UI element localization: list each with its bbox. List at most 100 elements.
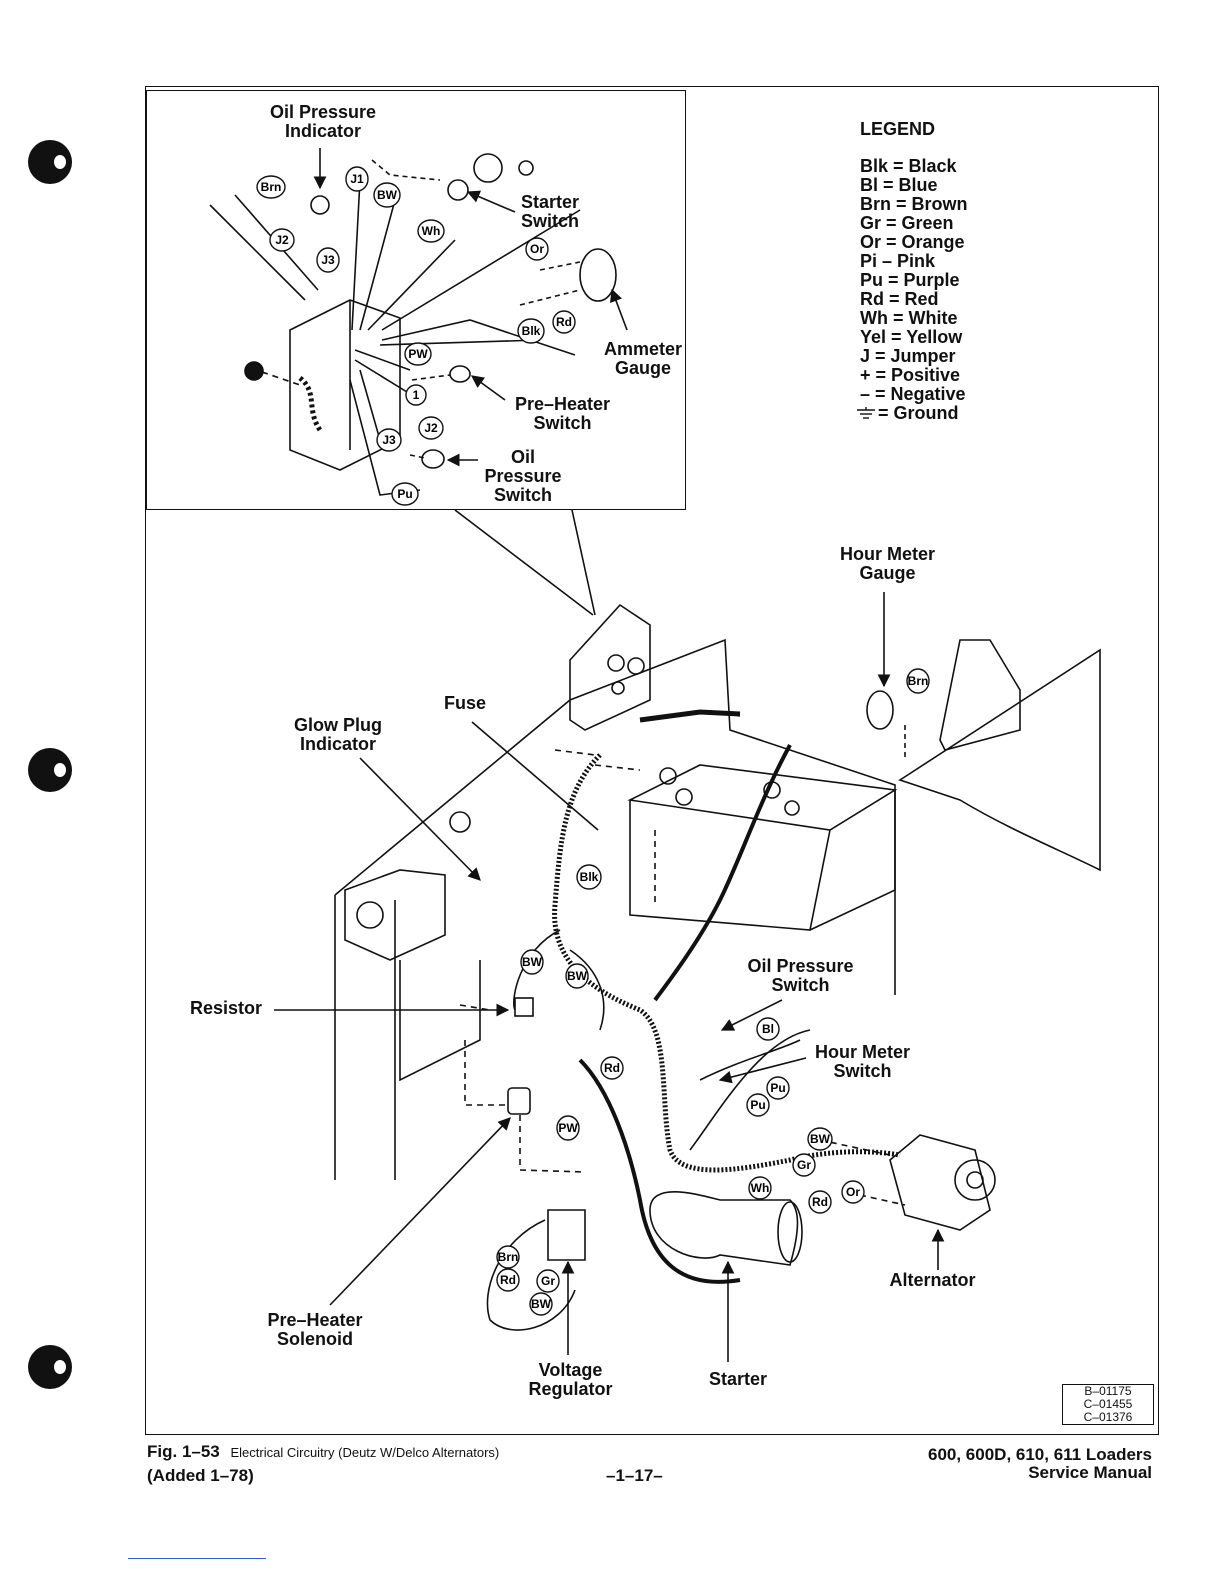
voltage-regulator-body	[547, 1209, 586, 1261]
label-resistor: Resistor	[190, 998, 263, 1018]
hour-meter-switch-leader	[718, 1057, 807, 1084]
main-wire-tag-bubble	[841, 1180, 865, 1204]
main-wire-tag-label: BW	[810, 1132, 831, 1146]
resistor-body	[514, 997, 534, 1017]
label-fuse: Fuse	[443, 693, 486, 713]
main-wire-tag-label: BW	[567, 969, 588, 983]
legend-entry: Pu = Purple	[860, 270, 960, 290]
inset-wire-tag-label: PW	[408, 347, 428, 361]
legend-entry-ground: = Ground	[878, 403, 959, 423]
inset-wire-tag-bubble	[373, 182, 401, 208]
inset-wire-tag-label: J3	[382, 433, 396, 447]
inset-wire-tag-bubble	[525, 237, 549, 261]
inset-wire-tag-bubble	[404, 342, 432, 366]
binder-hole-top	[28, 140, 72, 184]
instrument-panel-inset	[146, 90, 686, 510]
inset-wire-tag-label: J3	[321, 253, 335, 267]
main-wire-tag-label: Pu	[770, 1081, 785, 1095]
figure-frame	[145, 86, 1159, 1435]
inset-wire-tag-label: Blk	[522, 324, 541, 338]
label-hour-meter-gauge: Hour Meter Gauge	[839, 544, 935, 583]
main-wire-tag-label: Blk	[580, 870, 599, 884]
main-wire-tag-label: Gr	[797, 1158, 811, 1172]
main-wire-tag-label: Rd	[604, 1061, 620, 1075]
label-inset-oil-pressure-switch: Oil Pressure Switch	[484, 447, 562, 505]
main-wire-tag-label: Wh	[751, 1181, 770, 1195]
main-wire-tag-label: Rd	[812, 1195, 828, 1209]
inset-wire-tag-label: Brn	[261, 180, 282, 194]
inset-callout-left	[454, 509, 594, 616]
main-wire-tag-bubble	[808, 1190, 832, 1214]
main-wire-tag-bubble	[766, 1076, 790, 1100]
inset-wire-tag-bubble	[517, 318, 545, 344]
label-pre-heater-switch: Pre–Heater Switch	[514, 394, 611, 433]
inset-callout-right	[571, 509, 596, 616]
inset-wire-tag-bubble	[269, 228, 295, 252]
main-wire-tag-label: BW	[522, 955, 543, 969]
label-starter-switch: Starter Switch	[520, 192, 580, 231]
main-wire-tag-bubble	[600, 1056, 624, 1080]
label-glow-plug-indicator: Glow Plug Indicator	[294, 715, 382, 754]
main-wire-tag-bubble	[536, 1269, 560, 1293]
inset-wire-tag-bubble	[376, 428, 402, 452]
main-wire-tag-bubble	[748, 1176, 772, 1200]
label-voltage-regulator: Voltage Regulator	[528, 1360, 613, 1399]
inset-ammeter-body	[579, 248, 617, 302]
figure-caption: Fig. 1–53 Electrical Circuitry (Deutz W/…	[147, 1442, 499, 1462]
main-wire-tag-bubble	[529, 1292, 553, 1316]
page-number: –1–17–	[606, 1466, 663, 1485]
inset-oil-indicator-lamp	[310, 195, 330, 215]
main-wire-tag-bubble	[565, 963, 589, 989]
inset-wire-tag-label: BW	[377, 188, 398, 202]
alternator-body	[889, 1134, 991, 1231]
chassis-outline	[334, 638, 896, 1180]
main-wire-tag-label: PW	[558, 1121, 578, 1135]
inset-oilswitch-body	[421, 449, 445, 469]
main-wire-tag-bubble	[906, 668, 930, 694]
figure-caption-text: Electrical Circuitry (Deutz W/Delco Alte…	[230, 1445, 500, 1460]
legend-entry: Rd = Red	[860, 289, 939, 309]
main-wire-tag-label: Pu	[750, 1098, 765, 1112]
main-wire-tag-bubble	[792, 1153, 816, 1177]
underline-rule	[128, 1558, 266, 1559]
inset-wire-tag-bubble	[316, 247, 340, 273]
label-hour-meter-switch: Hour Meter Switch	[814, 1042, 910, 1081]
inset-wire-tag-bubble	[417, 219, 445, 243]
inset-wire-tag-label: Or	[530, 242, 544, 256]
main-wire-tag-bubble	[807, 1127, 833, 1151]
main-wire-tag-bubble	[496, 1245, 520, 1269]
inset-wire-tag-label: Wh	[422, 224, 441, 238]
label-oil-pressure-indicator: Oil Pressure Indicator	[269, 102, 377, 141]
main-wire-tag-label: BW	[531, 1297, 552, 1311]
drawing-code: C–01376	[1083, 1410, 1133, 1424]
inset-wire-tag-bubble	[552, 310, 576, 334]
legend-entry: Blk = Black	[860, 156, 957, 176]
inset-wire-tag-label: Pu	[397, 487, 412, 501]
label-main-oil-pressure-switch: Oil Pressure Switch	[747, 956, 854, 995]
drawing-code: B–01175	[1084, 1384, 1132, 1398]
drawing-code: C–01455	[1083, 1397, 1133, 1411]
legend-entry: – = Negative	[860, 384, 966, 404]
label-pre-heater-solenoid: Pre–Heater Solenoid	[267, 1310, 363, 1349]
main-wire-tag-label: Gr	[541, 1274, 555, 1288]
legend-entry: Or = Orange	[860, 232, 965, 252]
figure-number: Fig. 1–53	[147, 1442, 220, 1461]
main-wire-tag-bubble	[556, 1115, 580, 1141]
legend: LEGEND Blk = Black Bl = Blue Brn = Brown…	[860, 120, 968, 423]
main-wire-tag-label: Bl	[762, 1022, 774, 1036]
ground-symbol	[857, 407, 875, 419]
preheater-solenoid-body	[507, 1087, 531, 1115]
legend-entry: Bl = Blue	[860, 175, 938, 195]
starter-motor-body	[649, 1191, 799, 1266]
legend-title: LEGEND	[860, 119, 936, 139]
legend-entry: Gr = Green	[860, 213, 954, 233]
main-wire-tag-bubble	[746, 1093, 770, 1117]
main-wire-tag-bubble	[576, 864, 602, 890]
main-wire-tag-label: Rd	[500, 1273, 516, 1287]
label-alternator: Alternator	[889, 1270, 976, 1290]
hour-meter-body	[866, 690, 894, 730]
inset-wire-tag-label: Rd	[556, 315, 572, 329]
